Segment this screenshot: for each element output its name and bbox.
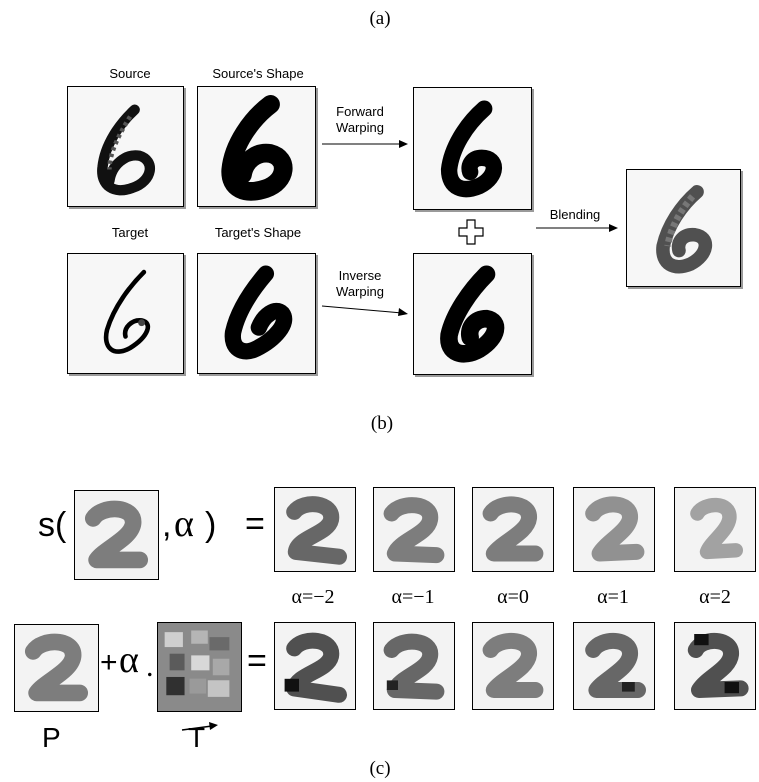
row1-equals: = bbox=[245, 505, 265, 543]
inverse-warped-image bbox=[413, 253, 532, 375]
linear-output-0 bbox=[472, 622, 554, 710]
row2-alpha: α bbox=[119, 639, 139, 681]
forward-warped-image bbox=[413, 87, 532, 210]
label-source: Source bbox=[109, 66, 151, 81]
prototype-p-image bbox=[14, 624, 99, 712]
row1-comma: , bbox=[162, 506, 172, 544]
p-label: P bbox=[42, 722, 61, 753]
blending-arrow bbox=[536, 224, 618, 232]
target-image bbox=[67, 253, 184, 374]
row2-plus: + bbox=[100, 646, 118, 679]
t-label: T bbox=[188, 722, 206, 753]
alpha-label-minus2: α=−2 bbox=[291, 586, 335, 608]
label-inverse: Inverse bbox=[338, 268, 382, 283]
row1-alpha: α bbox=[174, 503, 194, 545]
source-shape-image bbox=[197, 86, 316, 207]
linear-output-1 bbox=[573, 622, 655, 710]
linear-output-minus1 bbox=[373, 622, 455, 710]
label-target-shape: Target's Shape bbox=[214, 225, 302, 240]
row2-equals: = bbox=[247, 642, 267, 680]
blended-image bbox=[626, 169, 741, 287]
label-source-shape: Source's Shape bbox=[212, 66, 304, 81]
output-alpha-minus1 bbox=[373, 487, 455, 572]
alpha-label-minus1: α=−1 bbox=[391, 586, 435, 608]
tangent-t-image bbox=[157, 622, 242, 712]
s-function-prefix: s( bbox=[38, 506, 67, 544]
label-target: Target bbox=[111, 225, 149, 240]
label-blending: Blending bbox=[549, 207, 601, 222]
inverse-arrow bbox=[321, 305, 408, 316]
alpha-label-1: α=1 bbox=[597, 586, 629, 608]
alpha-label-0: α=0 bbox=[497, 586, 529, 608]
output-alpha-minus2 bbox=[274, 487, 356, 572]
linear-output-minus2 bbox=[274, 622, 356, 710]
output-alpha-1 bbox=[573, 487, 655, 572]
output-alpha-2 bbox=[674, 487, 756, 572]
row2-dot: . bbox=[146, 650, 154, 683]
label-forward: Forward bbox=[336, 104, 384, 119]
label-forward-warping: Warping bbox=[336, 120, 384, 135]
target-shape-image bbox=[197, 253, 316, 374]
plus-icon bbox=[458, 219, 484, 245]
alpha-label-2: α=2 bbox=[699, 586, 731, 608]
source-image bbox=[67, 86, 184, 207]
label-inverse-warping: Warping bbox=[336, 284, 384, 299]
caption-c: (c) bbox=[369, 758, 391, 779]
input-digit-image bbox=[74, 490, 159, 580]
linear-output-2 bbox=[674, 622, 756, 710]
output-alpha-0 bbox=[472, 487, 554, 572]
row1-close-paren: ) bbox=[205, 506, 217, 544]
tangent-arrow-icon bbox=[181, 722, 218, 731]
caption-a: (a) bbox=[369, 8, 391, 29]
forward-arrow bbox=[322, 140, 408, 148]
caption-b: (b) bbox=[370, 413, 394, 434]
